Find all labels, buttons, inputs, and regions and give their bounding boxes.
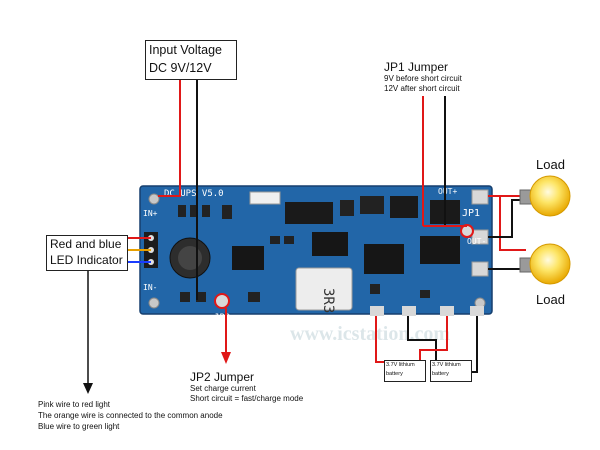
- wire-note-orange: The orange wire is connected to the comm…: [38, 411, 223, 420]
- load-bottom-label: Load: [536, 292, 565, 307]
- watermark: www.icstation.com: [290, 323, 450, 345]
- input-voltage-value: DC 9V/12V: [149, 61, 212, 75]
- input-wires: [158, 80, 198, 300]
- battery-right: 3.7V lithium battery: [430, 360, 472, 382]
- input-voltage-box: Input Voltage DC 9V/12V: [145, 40, 237, 80]
- battery-right-line2: battery: [432, 371, 449, 377]
- out-plus-label: OUT+: [438, 187, 457, 196]
- board-name: DC UPS V5.0: [164, 189, 224, 199]
- jp1-silk-label: JP1: [462, 208, 480, 219]
- inductor-label: 3R3: [320, 288, 336, 313]
- jp2-silk-label: JP2: [214, 313, 230, 323]
- led-indicator-box: Red and blue LED Indicator: [46, 235, 128, 271]
- battery-wires: [375, 316, 478, 373]
- battery-right-line1: 3.7V lithium: [432, 362, 461, 368]
- wire-note-blue: Blue wire to green light: [38, 422, 120, 431]
- battery-left-line1: 3.7V lithium: [386, 362, 415, 368]
- jp1-jumper-note-1: 9V before short circuit: [384, 74, 462, 83]
- battery-left: 3.7V lithium battery: [384, 360, 426, 382]
- load-top-label: Load: [536, 157, 565, 172]
- jp1-callout-lines: [422, 96, 467, 227]
- battery-left-line2: battery: [386, 371, 403, 377]
- jp2-jumper-title: JP2 Jumper: [190, 370, 255, 384]
- jp2-jumper-note-2: Short circuit = fast/charge mode: [190, 394, 304, 403]
- jp1-jumper-note-2: 12V after short circuit: [384, 84, 460, 93]
- pcb-board: DC UPS V5.0 3R3 JP1 JP2 IN+ IN- OUT+ OUT…: [139, 185, 493, 323]
- jp2-callout-arrow: [221, 308, 231, 364]
- led-indicator-wires: [83, 237, 151, 394]
- in-plus-label: IN+: [143, 209, 158, 218]
- led-indicator-line2: LED Indicator: [50, 253, 123, 267]
- in-minus-label: IN-: [143, 283, 157, 292]
- jp2-jumper-note-1: Set charge current: [190, 384, 256, 393]
- load-bulb-bottom-icon: [519, 243, 571, 285]
- jp1-jumper-title: JP1 Jumper: [384, 60, 449, 74]
- led-indicator-line1: Red and blue: [50, 237, 122, 251]
- out-minus-label: OUT-: [467, 237, 486, 246]
- load-bulb-top-icon: [519, 175, 571, 217]
- input-voltage-title: Input Voltage: [149, 43, 222, 57]
- wire-note-pink: Pink wire to red light: [38, 400, 111, 409]
